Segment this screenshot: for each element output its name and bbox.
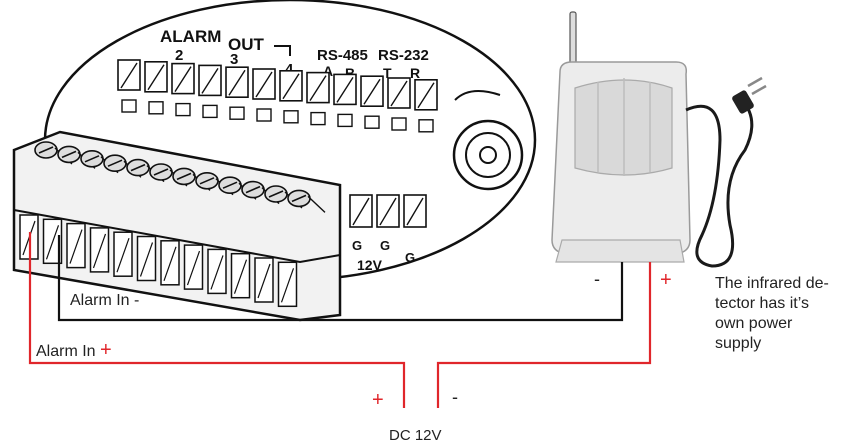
wire-slot-hatch	[280, 268, 295, 303]
pluggable-terminal-block	[12, 130, 342, 322]
terminal-wire-slots	[19, 214, 298, 308]
upper-slot-square	[148, 101, 164, 115]
alarm-number-3: 3	[230, 51, 238, 68]
wire-slot-hatch	[45, 225, 60, 260]
power-plug	[732, 90, 754, 114]
screw-slot	[291, 194, 307, 203]
upper-slot-hatch	[174, 66, 192, 92]
alarm-header: ALARM	[160, 27, 221, 46]
wire-slot-hatch	[186, 250, 201, 286]
note-line-1: The infrared de-	[715, 275, 829, 292]
screw-slot	[153, 168, 169, 176]
upper-slot-square	[256, 108, 272, 122]
ground-label-2: G	[380, 238, 390, 253]
lower-port-hatch	[406, 197, 424, 226]
alarm-number-2: 2	[175, 47, 183, 64]
screw-slot	[84, 155, 100, 163]
rs232-header: RS-232	[378, 47, 429, 64]
screw-slot	[107, 159, 123, 167]
screw-slot	[130, 163, 146, 172]
upper-slot-square	[418, 119, 434, 133]
rs232-pin-r: R	[410, 65, 420, 81]
alarm-in-minus-sign: -	[134, 292, 140, 309]
screw-slot	[222, 181, 238, 189]
alarm-number-4: 4	[285, 61, 294, 78]
voltage-12v-label: 12V	[357, 257, 383, 273]
upper-slot-hatch	[336, 77, 354, 103]
upper-slot-hatch	[120, 62, 138, 89]
alarm-in-plus-label: Alarm In +	[36, 339, 112, 361]
upper-slot-hatch	[255, 71, 273, 98]
upper-slot-hatch	[282, 73, 300, 100]
detector-plus-sign: +	[660, 269, 672, 291]
alarm-in-plus-sign: +	[100, 339, 112, 361]
rs485-header: RS-485	[317, 47, 368, 64]
wire-slot-hatch	[116, 238, 130, 273]
bnc-connector	[452, 90, 524, 191]
upper-slot-square	[121, 99, 137, 113]
power-cord	[685, 98, 754, 268]
screw-slot	[199, 177, 215, 185]
upper-slot-hatch	[228, 69, 246, 96]
upper-slot-hatch	[363, 78, 381, 105]
alarm-in-plus-wire	[28, 232, 406, 408]
upper-slot-square	[391, 117, 407, 131]
upper-slot-square	[229, 106, 245, 120]
wire-slot-hatch	[210, 255, 224, 290]
wire-slot-hatch	[139, 242, 154, 277]
screw-slot	[38, 146, 54, 154]
rs485-pin-b: B	[345, 65, 355, 81]
alarm-in-minus-wire	[57, 235, 624, 322]
note-line-2: tector has it’s	[715, 295, 809, 312]
rs485-pin-a: A	[323, 63, 333, 79]
upper-slot-square	[310, 111, 326, 126]
lower-port-hatch	[352, 197, 370, 226]
screw-slot	[245, 185, 261, 194]
upper-slot-square	[364, 115, 380, 129]
ground-label-1: G	[352, 238, 362, 253]
screw-ridge	[307, 195, 326, 213]
wire-slot-hatch	[69, 229, 83, 264]
lower-port-hatch	[379, 197, 397, 226]
screw-slot	[61, 150, 77, 159]
note-line-3: own power	[715, 315, 793, 332]
screw-slot	[268, 190, 284, 198]
power-plus-sign: +	[372, 389, 384, 411]
upper-slot-hatch	[390, 80, 408, 107]
screw-slot	[176, 172, 192, 181]
upper-slot-hatch	[201, 68, 219, 94]
power-minus-wire	[436, 262, 652, 408]
note-line-4: supply	[715, 335, 762, 352]
power-minus-sign: -	[452, 387, 458, 407]
upper-slot-hatch	[147, 64, 165, 91]
upper-slot-square	[283, 110, 299, 124]
detector-power-note: The infrared de- tector has it’s own pow…	[715, 274, 855, 354]
pir-detector	[551, 11, 767, 268]
upper-slot-square	[202, 104, 218, 119]
terminal-screws	[34, 141, 326, 213]
upper-slot-square	[337, 113, 353, 128]
detector-minus-sign: -	[594, 269, 600, 289]
wire-slot-hatch	[92, 233, 107, 269]
ground-label-3: G	[405, 250, 415, 265]
upper-terminal-slots	[117, 59, 438, 228]
wires	[28, 232, 652, 408]
out-header: OUT	[228, 35, 265, 54]
wire-slot-hatch	[163, 246, 177, 281]
wire-slot-hatch	[257, 263, 271, 299]
upper-slot-square	[175, 102, 191, 117]
upper-slot-hatch	[417, 82, 435, 109]
wire-slot-hatch	[233, 259, 248, 294]
rs232-pin-t: T	[383, 65, 392, 81]
alarm-in-minus-label: Alarm In -	[70, 292, 140, 309]
dc-12v-label: DC 12V	[389, 427, 442, 444]
upper-slot-hatch	[309, 75, 327, 101]
